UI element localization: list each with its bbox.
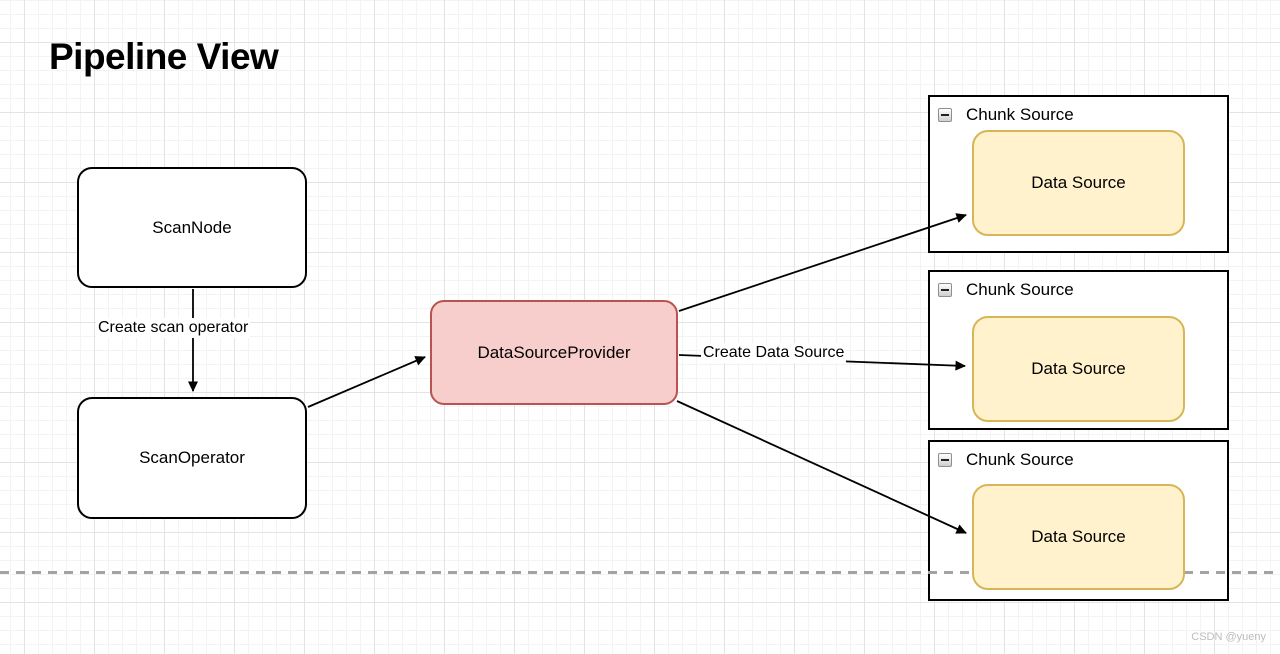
watermark: CSDN @yueny: [1191, 631, 1266, 643]
node-scanoperator-label: ScanOperator: [139, 448, 245, 467]
edge-provider-to-datasource-3: [676, 400, 967, 534]
minus-icon: [941, 289, 949, 291]
container-title: Chunk Source: [966, 280, 1074, 299]
node-data-source-2: Data Source: [972, 316, 1185, 422]
edge-label-create-data-source: Create Data Source: [701, 343, 847, 363]
collapse-icon[interactable]: [938, 453, 952, 467]
node-scanoperator: ScanOperator: [77, 397, 307, 519]
edge-label-create-scan-operator: Create scan operator: [96, 318, 251, 338]
node-data-source-label: Data Source: [1031, 359, 1126, 378]
container-header: Chunk Source: [938, 280, 1219, 300]
container-title: Chunk Source: [966, 105, 1074, 124]
node-scannode-label: ScanNode: [152, 217, 232, 237]
container-title: Chunk Source: [966, 450, 1074, 469]
container-header: Chunk Source: [938, 450, 1219, 470]
dashed-guide-line: [0, 571, 1280, 574]
node-data-source-label: Data Source: [1031, 173, 1126, 192]
node-data-source-label: Data Source: [1031, 527, 1126, 546]
edge-scanoperator-to-provider: [307, 356, 426, 408]
node-datasourceprovider-label: DataSourceProvider: [477, 342, 631, 362]
collapse-icon[interactable]: [938, 283, 952, 297]
container-header: Chunk Source: [938, 105, 1219, 125]
node-data-source-1: Data Source: [972, 130, 1185, 236]
node-scannode: ScanNode: [77, 167, 307, 288]
collapse-icon[interactable]: [938, 108, 952, 122]
minus-icon: [941, 459, 949, 461]
edge-provider-to-datasource-1: [678, 213, 967, 312]
page-title: Pipeline View: [49, 36, 279, 77]
node-data-source-3: Data Source: [972, 484, 1185, 590]
node-datasourceprovider: DataSourceProvider: [430, 300, 678, 405]
minus-icon: [941, 114, 949, 116]
